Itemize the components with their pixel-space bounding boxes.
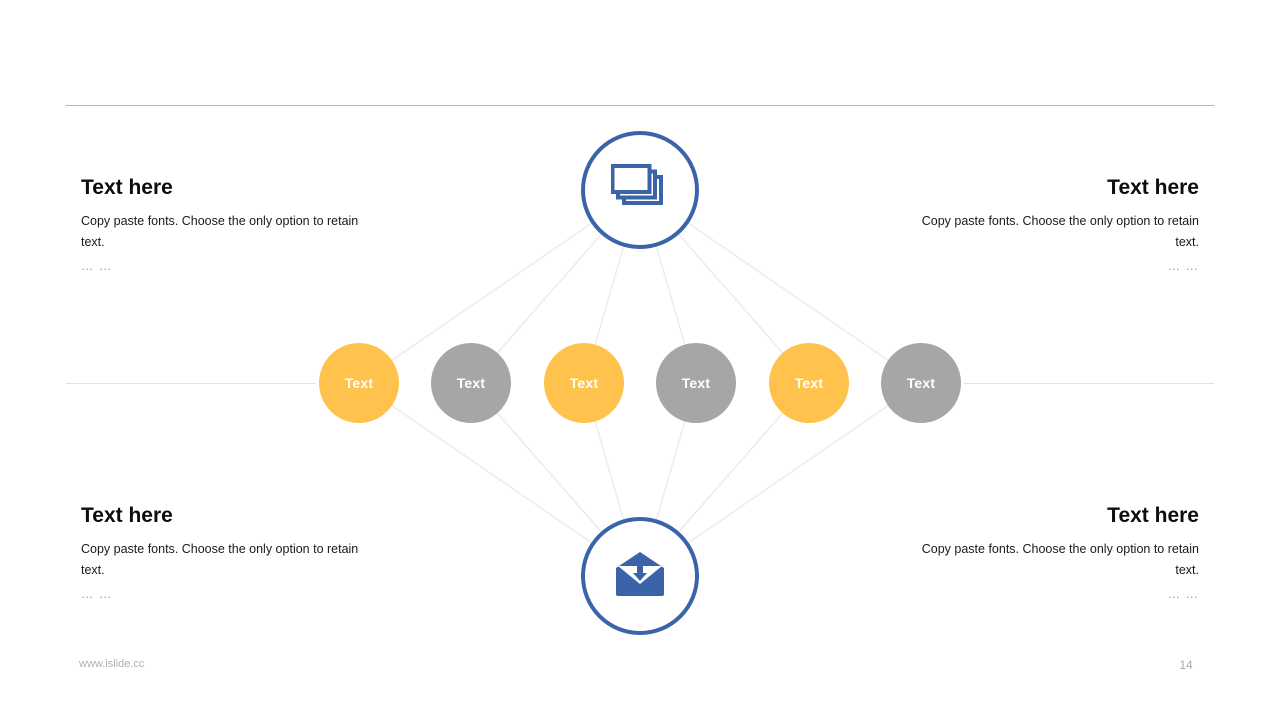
text-block-body: Copy paste fonts. Choose the only option…: [81, 542, 359, 577]
text-block-ellipsis: … …: [81, 259, 113, 274]
text-block-body: Copy paste fonts. Choose the only option…: [921, 542, 1199, 577]
middle-right-rule: [964, 383, 1214, 384]
text-block-ellipsis: … …: [1167, 587, 1199, 602]
hub-circle-bottom[interactable]: [581, 517, 699, 635]
top-divider-rule: [66, 105, 1214, 106]
text-block-bottom-right: Text here Copy paste fonts. Choose the o…: [909, 504, 1199, 601]
node-circle-4[interactable]: Text: [656, 343, 736, 423]
text-block-body: Copy paste fonts. Choose the only option…: [81, 214, 359, 249]
text-block-heading: Text here: [1107, 176, 1199, 199]
footer-url: www.islide.cc: [79, 658, 145, 670]
node-label: Text: [794, 375, 824, 391]
text-block-top-right: Text here Copy paste fonts. Choose the o…: [909, 176, 1199, 273]
text-block-heading: Text here: [1107, 504, 1199, 527]
node-circle-6[interactable]: Text: [881, 343, 961, 423]
text-block-body: Copy paste fonts. Choose the only option…: [921, 214, 1199, 249]
node-circle-5[interactable]: Text: [769, 343, 849, 423]
node-label: Text: [681, 375, 711, 391]
text-block-top-left: Text here Copy paste fonts. Choose the o…: [81, 176, 371, 273]
node-label: Text: [344, 375, 374, 391]
node-label: Text: [569, 375, 599, 391]
hub-circle-top[interactable]: [581, 131, 699, 249]
stacked-windows-icon: [610, 163, 669, 217]
page-number: 14: [1179, 658, 1193, 672]
envelope-download-icon: [612, 551, 668, 602]
node-circle-2[interactable]: Text: [431, 343, 511, 423]
text-block-ellipsis: … …: [81, 587, 113, 602]
middle-left-rule: [66, 383, 316, 384]
node-label: Text: [906, 375, 936, 391]
text-block-ellipsis: … …: [1167, 259, 1199, 274]
node-label: Text: [456, 375, 486, 391]
text-block-heading: Text here: [81, 504, 173, 527]
text-block-bottom-left: Text here Copy paste fonts. Choose the o…: [81, 504, 371, 601]
node-circle-3[interactable]: Text: [544, 343, 624, 423]
node-circle-1[interactable]: Text: [319, 343, 399, 423]
text-block-heading: Text here: [81, 176, 173, 199]
